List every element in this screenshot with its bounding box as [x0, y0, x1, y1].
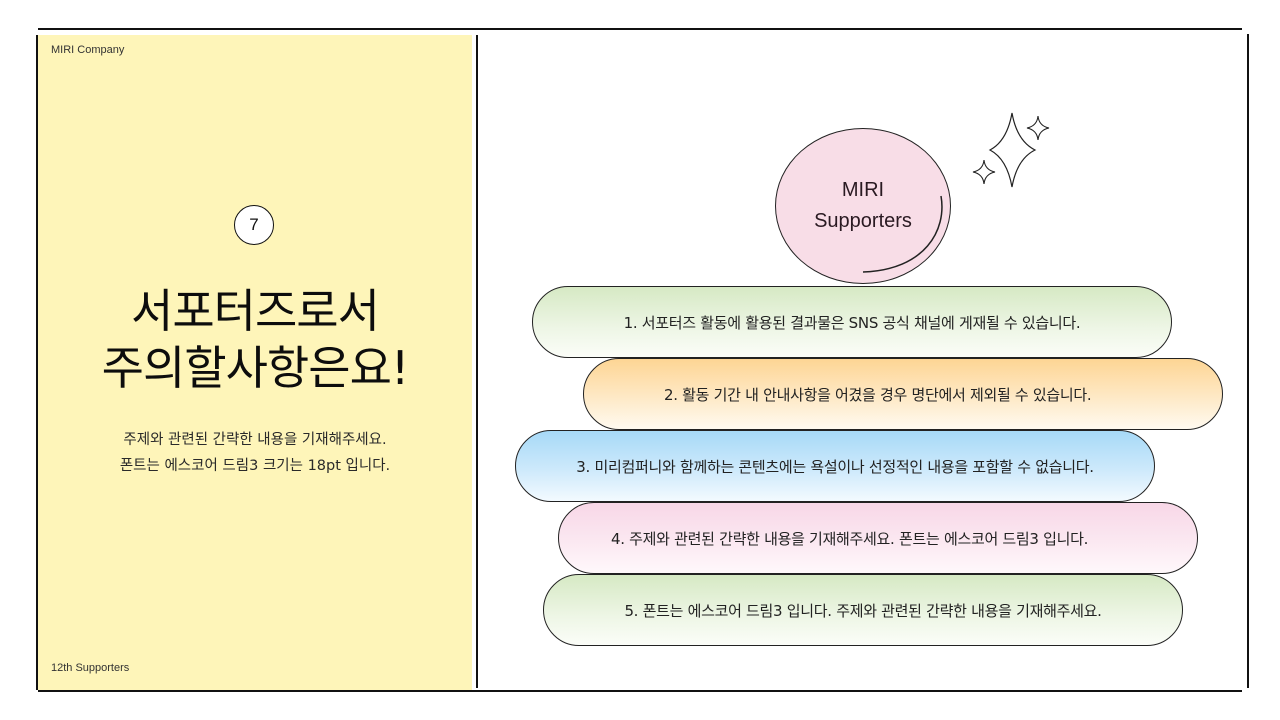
frame-top-line [38, 28, 1242, 30]
frame-bottom-line [38, 690, 1242, 692]
notice-item-3: 3. 미리컴퍼니와 함께하는 콘텐츠에는 욕설이나 선정적인 내용을 포함할 수… [515, 430, 1155, 502]
page-title: 서포터즈로서 주의할사항은요! [101, 284, 410, 395]
notice-item-4: 4. 주제와 관련된 간략한 내용을 기재해주세요. 폰트는 에스코어 드림3 … [558, 502, 1198, 574]
frame-right-line [1247, 34, 1249, 688]
notice-item-label: 3. 미리컴퍼니와 함께하는 콘텐츠에는 욕설이나 선정적인 내용을 포함할 수… [576, 457, 1094, 476]
notice-item-label: 4. 주제와 관련된 간략한 내용을 기재해주세요. 폰트는 에스코어 드림3 … [611, 529, 1089, 548]
badge-accent-arc [862, 195, 943, 273]
notice-item-label: 2. 활동 기간 내 안내사항을 어겼을 경우 명단에서 제외될 수 있습니다. [664, 385, 1092, 404]
footer-label: 12th Supporters [51, 662, 130, 674]
page-description: 주제와 관련된 간략한 내용을 기재해주세요. 폰트는 에스코어 드림3 크기는… [119, 432, 391, 474]
notice-item-2: 2. 활동 기간 내 안내사항을 어겼을 경우 명단에서 제외될 수 있습니다. [583, 358, 1223, 430]
supporters-badge: MIRI Supporters [775, 128, 951, 284]
left-panel: MIRI Company 7 서포터즈로서 주의할사항은요! 주제와 관련된 간… [38, 35, 472, 690]
frame-divider-line [476, 35, 478, 688]
notice-item-label: 1. 서포터즈 활동에 활용된 결과물은 SNS 공식 채널에 게재될 수 있습… [623, 313, 1081, 332]
sparkle-icon [972, 112, 1050, 188]
notice-item-5: 5. 폰트는 에스코어 드림3 입니다. 주제와 관련된 간략한 내용을 기재해… [543, 574, 1183, 646]
notice-item-label: 5. 폰트는 에스코어 드림3 입니다. 주제와 관련된 간략한 내용을 기재해… [624, 601, 1102, 620]
company-label: MIRI Company [51, 44, 125, 56]
notice-item-1: 1. 서포터즈 활동에 활용된 결과물은 SNS 공식 채널에 게재될 수 있습… [532, 286, 1172, 358]
page-number-badge: 7 [234, 205, 274, 245]
frame-left-line [36, 35, 38, 690]
